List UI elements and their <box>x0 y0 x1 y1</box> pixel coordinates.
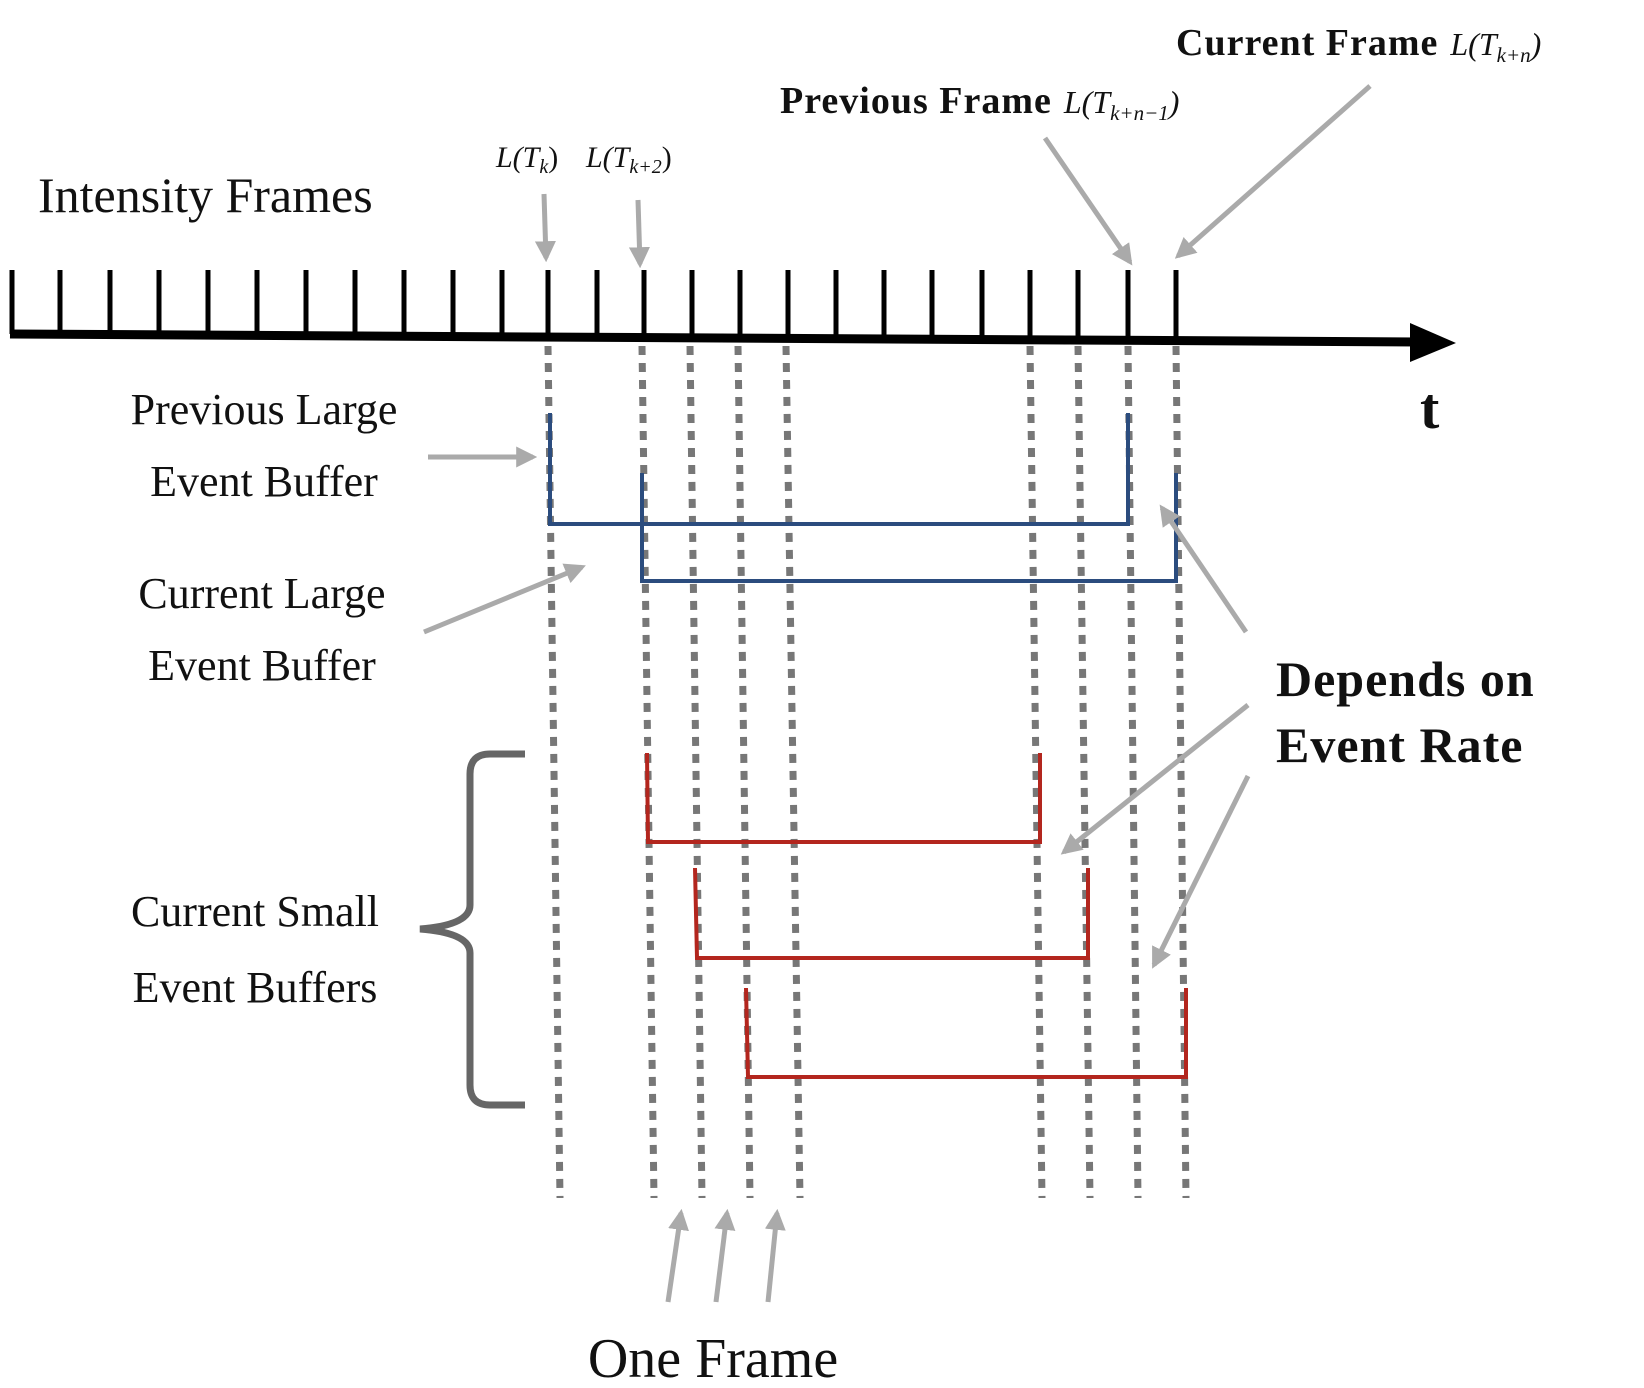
time-axis-line <box>9 329 1421 347</box>
frame-guide-line <box>1074 345 1094 1199</box>
small-buffer-3 <box>744 987 1188 1079</box>
small-buffers-brace <box>419 750 525 1109</box>
time-axis <box>9 270 1456 362</box>
frame-guide-line <box>782 345 804 1199</box>
arrow-previous-frame <box>1042 136 1133 266</box>
current-small-label-line1: Current Small <box>131 887 379 936</box>
small-buffer-1 <box>645 752 1042 844</box>
depends-label-line1: Depends on <box>1276 651 1535 707</box>
arrow-one-frame-3 <box>764 1208 786 1303</box>
current-large-label-line1: Current Large <box>138 569 385 618</box>
previous-large-label-line1: Previous Large <box>131 385 398 434</box>
small-buffer-2 <box>693 867 1090 960</box>
intensity-frames-label: Intensity Frames <box>38 167 373 223</box>
depends-label-line2: Event Rate <box>1276 717 1523 773</box>
arrow-current-frame <box>1174 84 1372 259</box>
time-axis-arrowhead <box>1410 323 1456 362</box>
frame-tk2-label: L(Tk+2) <box>585 141 672 178</box>
one-frame-label: One Frame <box>588 1328 838 1388</box>
frame-guide-line <box>686 345 706 1199</box>
current-large-buffer <box>640 473 1178 583</box>
frame-tk-label: L(Tk) <box>495 141 558 178</box>
current-large-label-line2: Event Buffer <box>148 641 376 690</box>
previous-large-buffer <box>548 413 1130 526</box>
arrow-depends-2 <box>1060 703 1250 855</box>
time-axis-label: t <box>1420 376 1440 441</box>
frame-ticks <box>9 270 1179 341</box>
pointer-arrows <box>423 84 1372 1303</box>
frame-guide-line <box>734 345 754 1199</box>
arrow-one-frame-2 <box>713 1208 736 1303</box>
current-small-label-line2: Event Buffers <box>133 963 378 1012</box>
arrow-depends-3 <box>1151 774 1251 969</box>
frame-guide-line <box>1026 345 1046 1199</box>
small-event-buffers <box>645 752 1188 1079</box>
arrow-one-frame-1 <box>665 1208 689 1303</box>
arrow-tk <box>534 193 556 263</box>
arrow-depends-1 <box>1159 504 1249 634</box>
arrow-current-large <box>423 563 586 635</box>
arrow-tk2 <box>628 199 650 269</box>
previous-large-label-line2: Event Buffer <box>150 457 378 506</box>
